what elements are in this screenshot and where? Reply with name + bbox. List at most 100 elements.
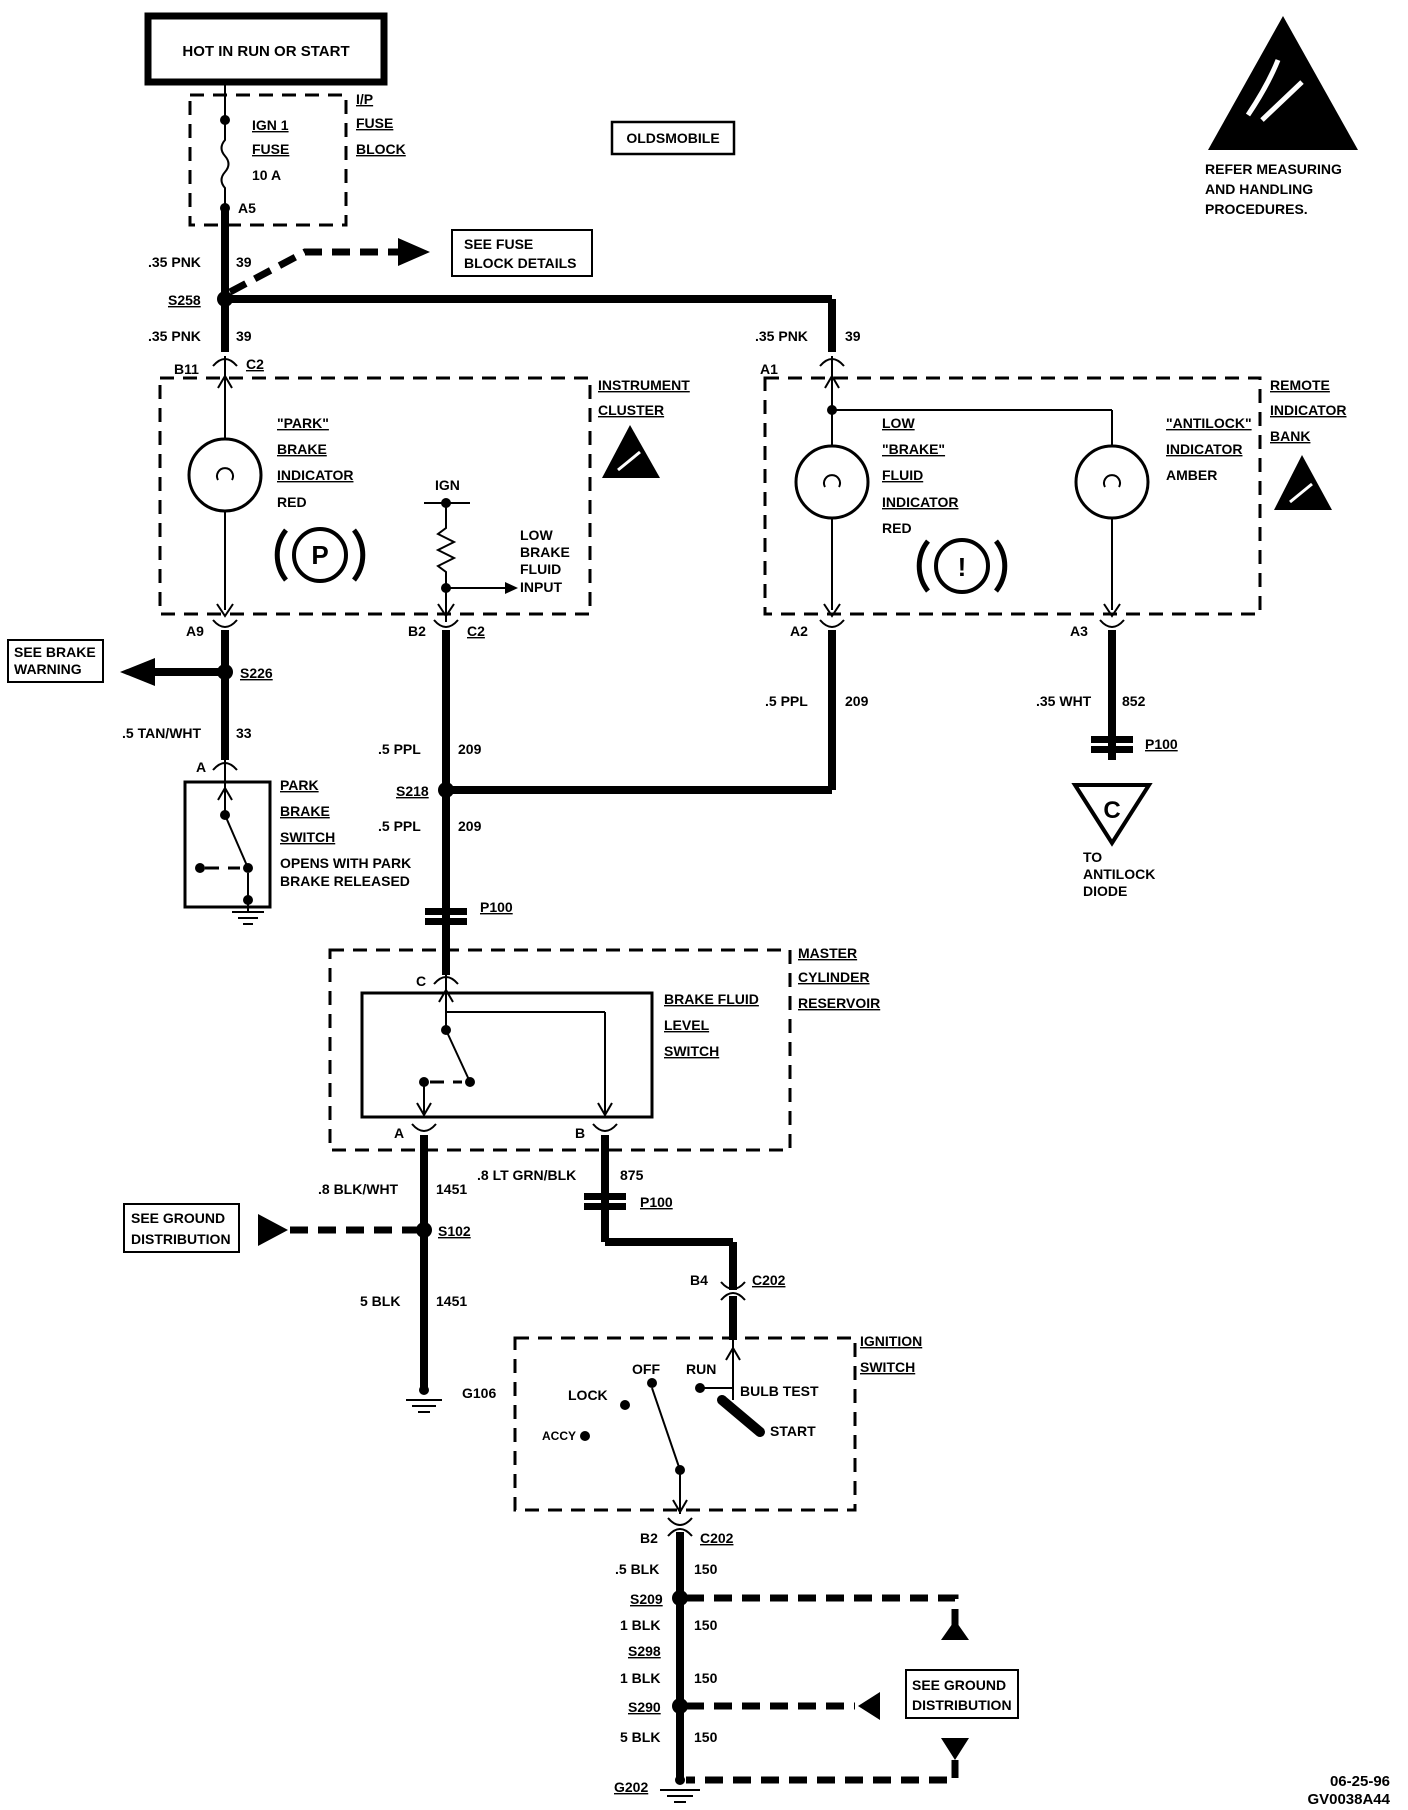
- ign-run-contact: [695, 1383, 705, 1393]
- antilock-symbol: C: [1103, 797, 1120, 824]
- pullup-resistor: [435, 503, 457, 588]
- wb4-gauge: 5 BLK: [620, 1729, 660, 1745]
- low-lamp-1: LOW: [882, 415, 915, 431]
- see-fuse-box: [451, 229, 593, 277]
- see-brake-1: SEE BRAKE: [14, 644, 96, 660]
- footer-code: GV0038A44: [1307, 1791, 1390, 1808]
- ign-lock-contact: [620, 1400, 630, 1410]
- footer-date: 06-25-96: [1330, 1773, 1390, 1790]
- see-brake-2: WARNING: [14, 661, 82, 677]
- ground-dist-arrow-down: [941, 1738, 969, 1760]
- wltgrn-gauge: .8 LT GRN/BLK: [477, 1167, 576, 1183]
- p100a-label: P100: [480, 899, 513, 915]
- fuse-symbol: [220, 120, 230, 208]
- esd-line-3: PROCEDURES.: [1205, 201, 1308, 217]
- w1-circuit: 39: [236, 254, 252, 270]
- ground-dist-arrow-1: [258, 1214, 288, 1246]
- b2-label: B2: [408, 623, 426, 639]
- wwht-gauge: .35 WHT: [1036, 693, 1092, 709]
- see-ground2-2: DISTRIBUTION: [912, 1697, 1012, 1713]
- park-a-label: A: [196, 759, 206, 775]
- a3-label: A3: [1070, 623, 1088, 639]
- antilock-offpage-icon: [1071, 783, 1153, 847]
- p100-connector-c: [1091, 736, 1133, 753]
- pin-b-label: B: [575, 1125, 585, 1141]
- w3-circuit: 39: [845, 328, 861, 344]
- fuse-block-name-3: BLOCK: [356, 141, 406, 157]
- ign-bulb-label: BULB TEST: [740, 1383, 819, 1399]
- antilock-lamp-1: "ANTILOCK": [1166, 415, 1252, 431]
- s290-label: S290: [628, 1699, 661, 1715]
- park-lamp-icon: [187, 437, 263, 513]
- w5blk-gauge: 5 BLK: [360, 1293, 400, 1309]
- ground-icon-g202: [660, 1789, 700, 1803]
- wppl1-gauge: .5 PPL: [378, 741, 421, 757]
- see-fuse-line-2: BLOCK DETAILS: [464, 255, 577, 271]
- wppl3-gauge: .5 PPL: [765, 693, 808, 709]
- see-fuse-arrow: [228, 248, 400, 296]
- low-lamp-2: "BRAKE": [882, 441, 945, 457]
- ignition-name-1: IGNITION: [860, 1333, 922, 1349]
- splice-s209: [672, 1590, 688, 1606]
- low-lamp-5: RED: [882, 520, 912, 536]
- wtan-circuit: 33: [236, 725, 252, 741]
- a9-label: A9: [186, 623, 204, 639]
- fuse-label-3: 10 A: [252, 167, 281, 183]
- cluster-name-2: CLUSTER: [598, 402, 664, 418]
- esd-line-2: AND HANDLING: [1205, 181, 1313, 197]
- ignition-wiper: [651, 1387, 681, 1471]
- fluid-switch-1: BRAKE FLUID: [664, 991, 759, 1007]
- ignition-switch-box: [513, 1336, 857, 1512]
- see-ground1-2: DISTRIBUTION: [131, 1231, 231, 1247]
- pin-a-label: A: [394, 1125, 404, 1141]
- w3-gauge: .35 PNK: [755, 328, 808, 344]
- fuse-block-box: [188, 93, 348, 227]
- remote-name-2: INDICATOR: [1270, 402, 1346, 418]
- fuse-label-1: IGN 1: [252, 117, 289, 133]
- low-input-4: INPUT: [520, 579, 562, 595]
- s298-label: S298: [628, 1643, 661, 1659]
- p100c-label: P100: [1145, 736, 1178, 752]
- instrument-cluster-box: [158, 376, 592, 616]
- g106-label: G106: [462, 1385, 496, 1401]
- low-input-3: FLUID: [520, 561, 561, 577]
- p100-connector-b: [584, 1193, 626, 1210]
- brake-warning-symbol-icon: !: [916, 538, 1008, 594]
- master-name-1: MASTER: [798, 945, 857, 961]
- ground-dist-arrow-up: [941, 1620, 969, 1640]
- svg-text:P: P: [311, 540, 328, 570]
- antilock-text-2: ANTILOCK: [1083, 866, 1155, 882]
- esd-small-icon-2: [1274, 455, 1332, 510]
- antilock-lamp-3: AMBER: [1166, 467, 1217, 483]
- w2-gauge: .35 PNK: [148, 328, 201, 344]
- ign-lock-label: LOCK: [568, 1387, 608, 1403]
- fluid-switch-3: SWITCH: [664, 1043, 719, 1059]
- c2a-label: C2: [246, 356, 264, 372]
- ign-off-label: OFF: [632, 1361, 660, 1377]
- p100-connector-a: [425, 908, 467, 925]
- park-switch-3: SWITCH: [280, 829, 335, 845]
- a1-label: A1: [760, 361, 778, 377]
- fuse-pin: A5: [238, 200, 256, 216]
- park-symbol-icon: P: [274, 527, 366, 583]
- fluid-level-switch-box: [360, 991, 654, 1119]
- antilock-text-1: TO: [1083, 849, 1102, 865]
- remote-indicator-box: [763, 376, 1262, 616]
- fluid-switch-2: LEVEL: [664, 1017, 710, 1033]
- remote-name-3: BANK: [1270, 428, 1310, 444]
- park-note-1: OPENS WITH PARK: [280, 855, 411, 871]
- wb3-circuit: 150: [694, 1670, 718, 1686]
- low-brake-lamp-icon: [794, 444, 870, 520]
- fuse-label-2: FUSE: [252, 141, 289, 157]
- wb2-gauge: 1 BLK: [620, 1617, 660, 1633]
- park-note-2: BRAKE RELEASED: [280, 873, 410, 889]
- splice-s290: [672, 1698, 688, 1714]
- start-contact: [717, 1395, 765, 1437]
- b11-label: B11: [174, 361, 199, 377]
- b2b-label: B2: [640, 1530, 658, 1546]
- wblkwht-gauge: .8 BLK/WHT: [318, 1181, 399, 1197]
- c2b-label: C2: [467, 623, 485, 639]
- low-input-1: LOW: [520, 527, 553, 543]
- low-lamp-3: FLUID: [882, 467, 923, 483]
